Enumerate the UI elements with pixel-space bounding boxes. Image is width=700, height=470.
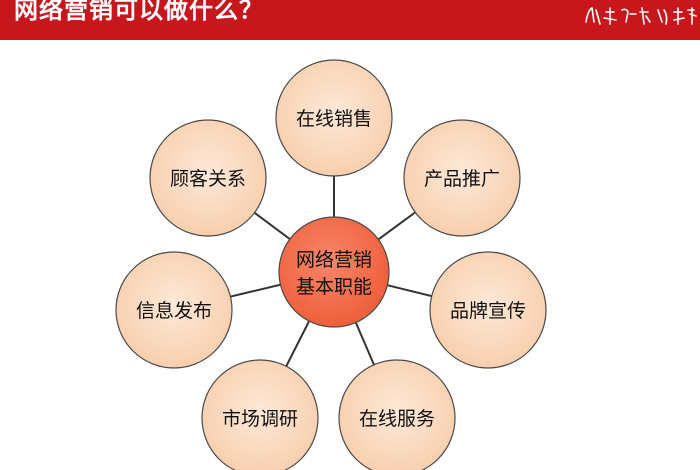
node-product-promotion: 产品推广 (403, 119, 521, 237)
node-circle (201, 359, 319, 470)
node-online-sales: 在线销售 (275, 59, 393, 177)
node-market-research: 市场调研 (201, 359, 319, 470)
page-title: 网络营销可以做什么？ (14, 0, 264, 24)
node-label: 市场调研 (222, 408, 298, 430)
node-circle (429, 251, 547, 369)
node-circle (338, 359, 456, 470)
center-label-line1: 网络营销 (296, 249, 372, 271)
header-bar: 网络营销可以做什么？ (0, 0, 700, 40)
node-label: 顾客关系 (170, 168, 246, 190)
brand-logo (585, 7, 697, 25)
node-circle (403, 119, 521, 237)
node-circle (275, 59, 393, 177)
node-customer-relations: 顾客关系 (149, 119, 267, 237)
node-circle (149, 119, 267, 237)
node-label: 产品推广 (424, 168, 500, 190)
node-info-release: 信息发布 (115, 251, 233, 369)
node-label: 品牌宣传 (450, 300, 526, 322)
center-label-line2: 基本职能 (296, 276, 372, 298)
node-online-service: 在线服务 (338, 359, 456, 470)
node-brand-promotion: 品牌宣传 (429, 251, 547, 369)
center-node: 网络营销 基本职能 (278, 216, 390, 328)
node-label: 信息发布 (136, 300, 212, 322)
node-circle (115, 251, 233, 369)
node-label: 在线服务 (359, 408, 435, 430)
node-label: 在线销售 (296, 108, 372, 130)
